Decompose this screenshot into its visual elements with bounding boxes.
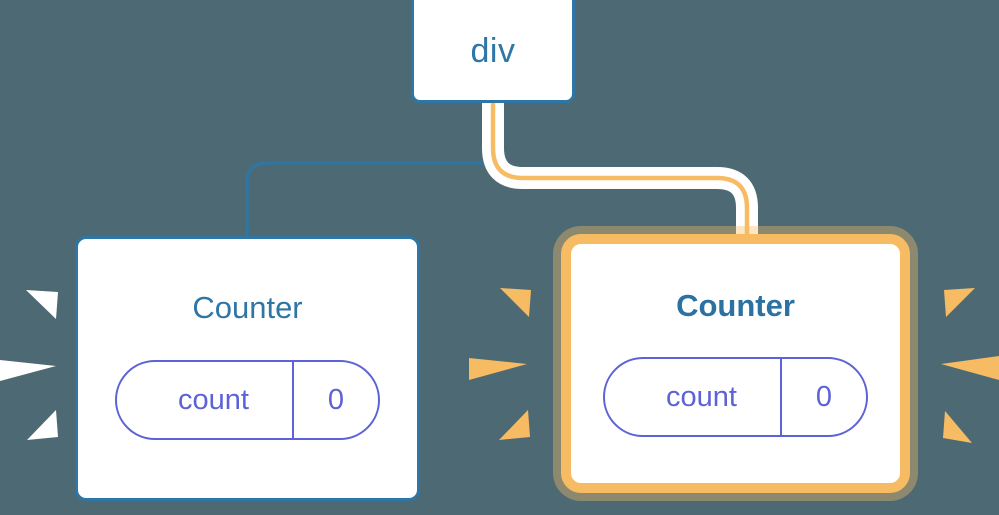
rays-right-counter-right (941, 288, 999, 443)
counter-right-state-pill: count 0 (603, 357, 868, 437)
counter-left-title: Counter (192, 290, 303, 325)
counter-left-state-key: count (178, 383, 249, 416)
edge-div-to-left-counter (245, 100, 495, 240)
counter-right-state-key: count (666, 380, 737, 413)
counter-left-state-pill: count 0 (115, 360, 380, 440)
counter-right-title: Counter (676, 288, 795, 323)
node-counter-right[interactable]: Counter count 0 (561, 234, 910, 493)
node-div-label: div (470, 31, 516, 70)
node-counter-left[interactable]: Counter count 0 (75, 236, 420, 501)
counter-left-state-value: 0 (292, 362, 378, 438)
rays-right-counter-left (469, 288, 531, 440)
edge-div-to-right-counter (490, 100, 750, 250)
counter-right-state-value: 0 (780, 359, 866, 435)
node-div[interactable]: div (411, 0, 575, 103)
rays-left-counter-left (0, 290, 58, 440)
